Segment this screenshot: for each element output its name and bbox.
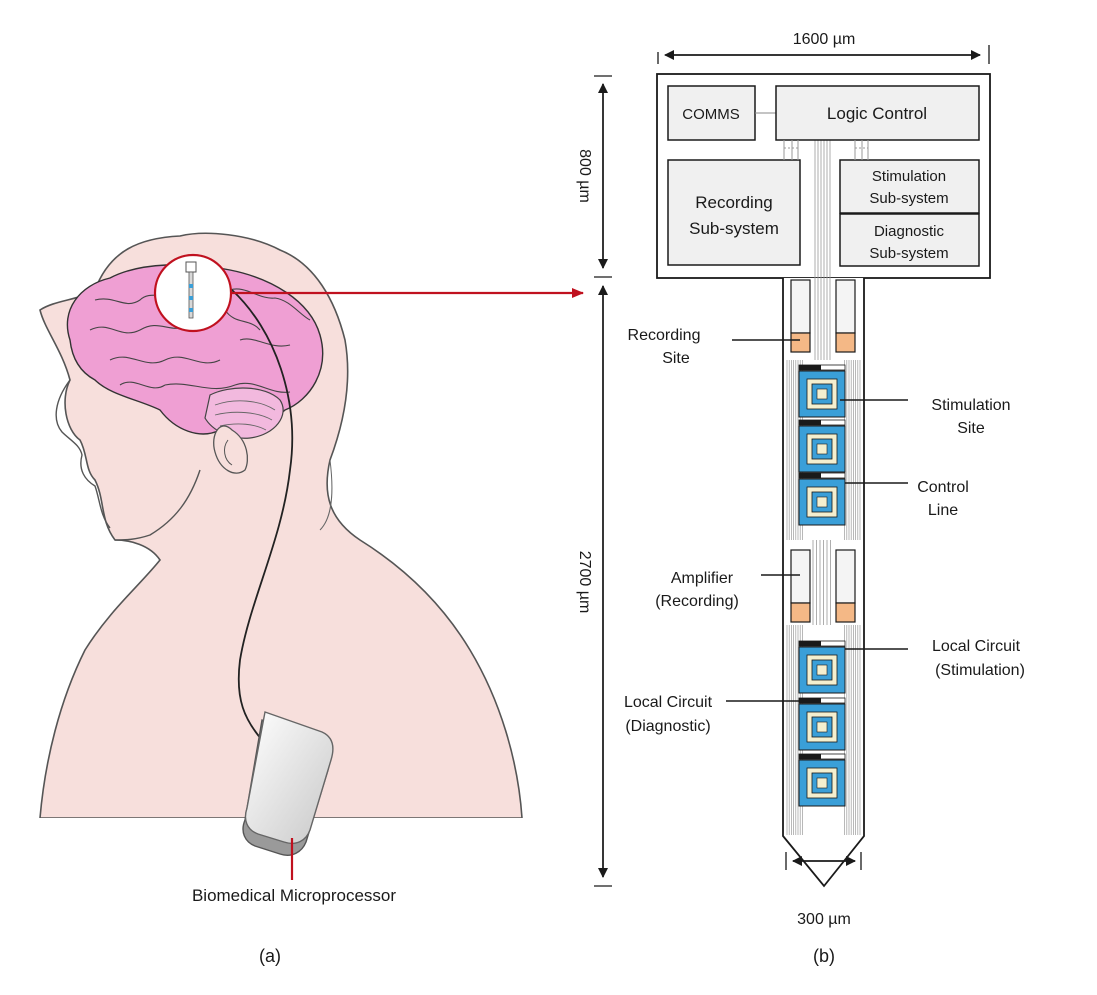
recording-subsystem-line2: Sub-system (689, 219, 779, 238)
stimulation-site-line1: Stimulation (931, 397, 1010, 414)
microprocessor-label: Biomedical Microprocessor (192, 886, 396, 905)
logic-control-label: Logic Control (827, 104, 927, 123)
control-line-line2: Line (928, 502, 958, 519)
diagnostic-subsystem-line2: Sub-system (869, 245, 948, 262)
stimulation-subsystem-line1: Stimulation (872, 168, 946, 185)
comms-block (667, 85, 756, 141)
ear (213, 425, 248, 474)
local-circuit-stim-line2: (Stimulation) (935, 662, 1025, 679)
stimulation-site (798, 753, 846, 807)
jaw-line (114, 469, 201, 541)
amplifier-line2: (Recording) (655, 593, 739, 610)
callouts (726, 339, 908, 702)
dim-width-top: 1600 µm (793, 31, 856, 48)
face-profile (55, 379, 111, 529)
recording-subsystem-block (667, 159, 801, 266)
caption-a: (a) (259, 946, 281, 966)
comms-label: COMMS (682, 106, 740, 123)
panel-a-illustration: Biomedical Microprocessor (a) (39, 232, 584, 966)
mini-probe (185, 261, 197, 319)
recording-site-pair-middle (790, 549, 856, 623)
recording-site-pair-top (790, 279, 856, 353)
stimulation-subsystem-line2: Sub-system (869, 190, 948, 207)
cerebellum-folds (214, 400, 276, 431)
stimulation-site (798, 697, 846, 751)
diagnostic-subsystem-line1: Diagnostic (874, 223, 945, 240)
recording-site-line2: Site (662, 350, 690, 367)
local-circuit-diag-line2: (Diagnostic) (625, 718, 710, 735)
panel-b-schematic: 1600 µm 800 µm 2700 µm COMMS Logic Contr… (576, 31, 1025, 966)
stimulation-site (798, 419, 846, 473)
stimulation-sites (798, 364, 846, 807)
dim-height-head: 800 µm (576, 149, 593, 203)
caption-b: (b) (813, 946, 835, 966)
neck-line (319, 459, 333, 531)
microprocessor-device (242, 711, 334, 856)
recording-site-line1: Recording (628, 327, 701, 344)
dim-width-shank: 300 µm (797, 911, 851, 928)
lead-wire (231, 289, 294, 741)
stimulation-subsystem-block (839, 159, 980, 214)
brain-folds (89, 284, 311, 393)
control-line-line1: Control (917, 479, 969, 496)
amplifier-line1: Amplifier (671, 570, 734, 587)
local-circuit-stim-line1: Local Circuit (932, 638, 1021, 655)
dim-height-shank: 2700 µm (576, 551, 593, 614)
logic-control-block (775, 85, 980, 141)
stimulation-site (798, 364, 846, 418)
diagnostic-subsystem-block (839, 213, 980, 267)
logic-connectors (783, 140, 869, 160)
stimulation-site (798, 640, 846, 694)
stimulation-site-line2: Site (957, 420, 985, 437)
local-circuit-diag-line1: Local Circuit (624, 694, 713, 711)
stimulation-site (798, 472, 846, 526)
recording-subsystem-line1: Recording (695, 193, 773, 212)
